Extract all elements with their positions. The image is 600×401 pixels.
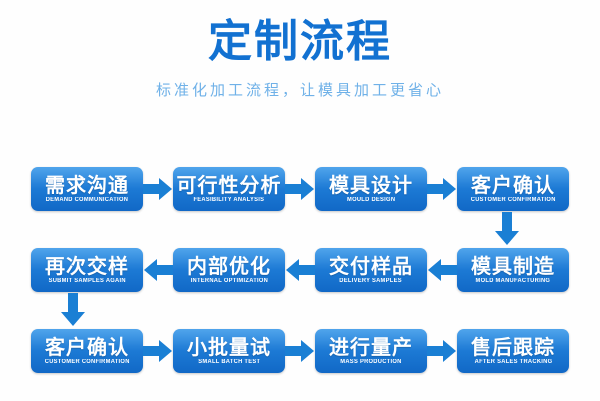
step-label-cn: 进行量产 bbox=[329, 334, 413, 359]
step-box-customer-confirmation-1[interactable]: 客户确认 CUSTOMER CONFIRMATION bbox=[457, 167, 569, 211]
step-label-en: AFTER SALES TRACKING bbox=[474, 358, 552, 365]
step-label-cn: 客户确认 bbox=[471, 172, 555, 197]
step-label-en: MOLD MANUFACTURING bbox=[475, 277, 551, 284]
arrow-down-icon-row2-to-row3 bbox=[60, 293, 86, 327]
arrow-down-icon-row1-to-row2 bbox=[494, 212, 520, 246]
step-label-cn: 交付样品 bbox=[329, 253, 413, 278]
flow-row-3: 客户确认 CUSTOMER CONFIRMATION 小批量试 SMALL BA… bbox=[0, 328, 600, 374]
step-label-cn: 模具设计 bbox=[329, 172, 413, 197]
step-box-feasibility-analysis[interactable]: 可行性分析 FEASIBILITY ANALYSIS bbox=[173, 167, 285, 211]
step-label-cn: 可行性分析 bbox=[176, 172, 282, 197]
step-box-mold-manufacturing[interactable]: 模具制造 MOLD MANUFACTURING bbox=[457, 248, 569, 292]
step-label-en: SUBMIT SAMPLES AGAIN bbox=[48, 277, 126, 284]
step-label-cn: 小批量试 bbox=[187, 334, 271, 359]
step-label-cn: 再次交样 bbox=[45, 253, 129, 278]
step-box-customer-confirmation-2[interactable]: 客户确认 CUSTOMER CONFIRMATION bbox=[31, 329, 143, 373]
arrow-right-icon bbox=[285, 176, 315, 202]
step-label-en: MOULD DESIGN bbox=[346, 196, 396, 203]
arrow-left-icon bbox=[143, 257, 173, 283]
step-label-cn: 售后跟踪 bbox=[471, 334, 555, 359]
step-label-en: CUSTOMER CONFIRMATION bbox=[44, 358, 130, 365]
step-box-internal-optimization[interactable]: 内部优化 INTERNAL OPTIMIZATION bbox=[173, 248, 285, 292]
arrow-right-icon bbox=[427, 338, 457, 364]
step-label-en: DEMAND COMMUNICATION bbox=[45, 196, 129, 203]
arrow-right-icon bbox=[285, 338, 315, 364]
step-label-en: INTERNAL OPTIMIZATION bbox=[190, 277, 268, 284]
flow-row-1: 需求沟通 DEMAND COMMUNICATION 可行性分析 FEASIBIL… bbox=[0, 166, 600, 212]
step-label-en: MASS PRODUCTION bbox=[340, 358, 402, 365]
flow-row-2: 模具制造 MOLD MANUFACTURING 交付样品 DELIVERY SA… bbox=[0, 247, 600, 293]
step-label-en: FEASIBILITY ANALYSIS bbox=[193, 196, 265, 203]
step-box-delivery-samples[interactable]: 交付样品 DELIVERY SAMPLES bbox=[315, 248, 427, 292]
step-box-demand-communication[interactable]: 需求沟通 DEMAND COMMUNICATION bbox=[31, 167, 143, 211]
step-box-mass-production[interactable]: 进行量产 MASS PRODUCTION bbox=[315, 329, 427, 373]
step-box-mould-design[interactable]: 模具设计 MOULD DESIGN bbox=[315, 167, 427, 211]
arrow-right-icon bbox=[143, 176, 173, 202]
header: 定制流程 标准化加工流程，让模具加工更省心 bbox=[0, 0, 600, 100]
step-label-en: DELIVERY SAMPLES bbox=[339, 277, 403, 284]
step-box-small-batch-test[interactable]: 小批量试 SMALL BATCH TEST bbox=[173, 329, 285, 373]
step-box-submit-samples-again[interactable]: 再次交样 SUBMIT SAMPLES AGAIN bbox=[31, 248, 143, 292]
arrow-left-icon bbox=[427, 257, 457, 283]
arrow-left-icon bbox=[285, 257, 315, 283]
page-title: 定制流程 bbox=[208, 16, 392, 67]
step-label-cn: 客户确认 bbox=[45, 334, 129, 359]
step-box-after-sales-tracking[interactable]: 售后跟踪 AFTER SALES TRACKING bbox=[457, 329, 569, 373]
step-label-en: CUSTOMER CONFIRMATION bbox=[470, 196, 556, 203]
step-label-cn: 内部优化 bbox=[187, 253, 271, 278]
arrow-right-icon bbox=[427, 176, 457, 202]
step-label-en: SMALL BATCH TEST bbox=[197, 358, 260, 365]
step-label-cn: 需求沟通 bbox=[45, 172, 129, 197]
page-subtitle: 标准化加工流程，让模具加工更省心 bbox=[155, 81, 444, 99]
arrow-right-icon bbox=[143, 338, 173, 364]
step-label-cn: 模具制造 bbox=[471, 253, 555, 278]
